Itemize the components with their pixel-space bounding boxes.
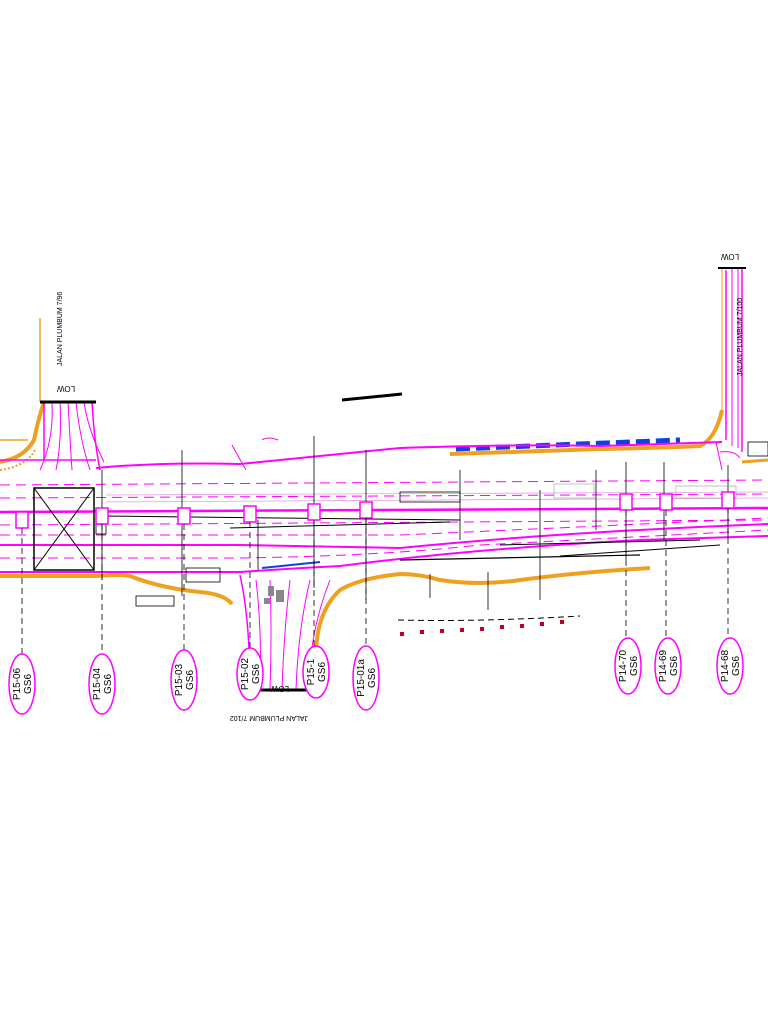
pole-callout: P14-68 GS6 — [716, 637, 744, 695]
pole-callout: P15-1 GS6 — [302, 645, 330, 699]
pole-id: P15-01a — [356, 659, 367, 697]
pole-id: P14-69 — [658, 649, 669, 682]
pole-callout: P15-06 GS6 — [8, 653, 36, 715]
pole-id: P14-68 — [720, 649, 731, 682]
pole-callout: P15-02 GS6 — [236, 647, 264, 701]
pole-type: GS6 — [367, 668, 378, 688]
street-label-left: JALAN PLUMBUM 7/96 — [57, 292, 64, 366]
pole-callout: P14-69 GS6 — [654, 637, 682, 695]
pole-id: P14-70 — [618, 649, 629, 682]
kerb-lines — [0, 268, 768, 690]
pole-type: GS6 — [185, 670, 196, 690]
pole-callouts: P15-06 GS6 P15-04 GS6 P15-03 GS6 P15-02 … — [8, 637, 744, 715]
pole-type: GS6 — [629, 656, 640, 676]
street-label-right: JALAN PLUMBUM 7/100 — [737, 298, 744, 376]
linework — [33, 267, 768, 692]
pole-type: GS6 — [731, 656, 742, 676]
drain-line — [261, 437, 681, 569]
road-markings — [0, 267, 768, 691]
pole-id: P15-03 — [174, 663, 185, 696]
pole-type: GS6 — [103, 674, 114, 694]
pole-id: P15-06 — [12, 667, 23, 700]
utility-cluster — [264, 586, 284, 604]
pole-callout: P15-01a GS6 — [352, 645, 380, 711]
pole-type: GS6 — [317, 662, 328, 682]
pole-callout: P14-70 GS6 — [614, 637, 642, 695]
pole-id: P15-1 — [306, 658, 317, 685]
pole-id: P15-02 — [240, 657, 251, 690]
pole-type: GS6 — [251, 664, 262, 684]
pole-callout: P15-03 GS6 — [170, 649, 198, 711]
survey-markers — [400, 620, 564, 636]
pole-callout: P15-04 GS6 — [88, 653, 116, 715]
pole-type: GS6 — [669, 656, 680, 676]
low-label-left: LOW — [56, 384, 75, 393]
street-label-bottom: JALAN PLUMBUM 7/102 — [230, 714, 308, 721]
pole-id: P15-04 — [92, 667, 103, 700]
pole-type: GS6 — [23, 674, 34, 694]
low-label-bottom: LOW — [270, 684, 289, 693]
callout-leaders — [21, 508, 729, 654]
low-label-right: LOW — [720, 252, 739, 261]
